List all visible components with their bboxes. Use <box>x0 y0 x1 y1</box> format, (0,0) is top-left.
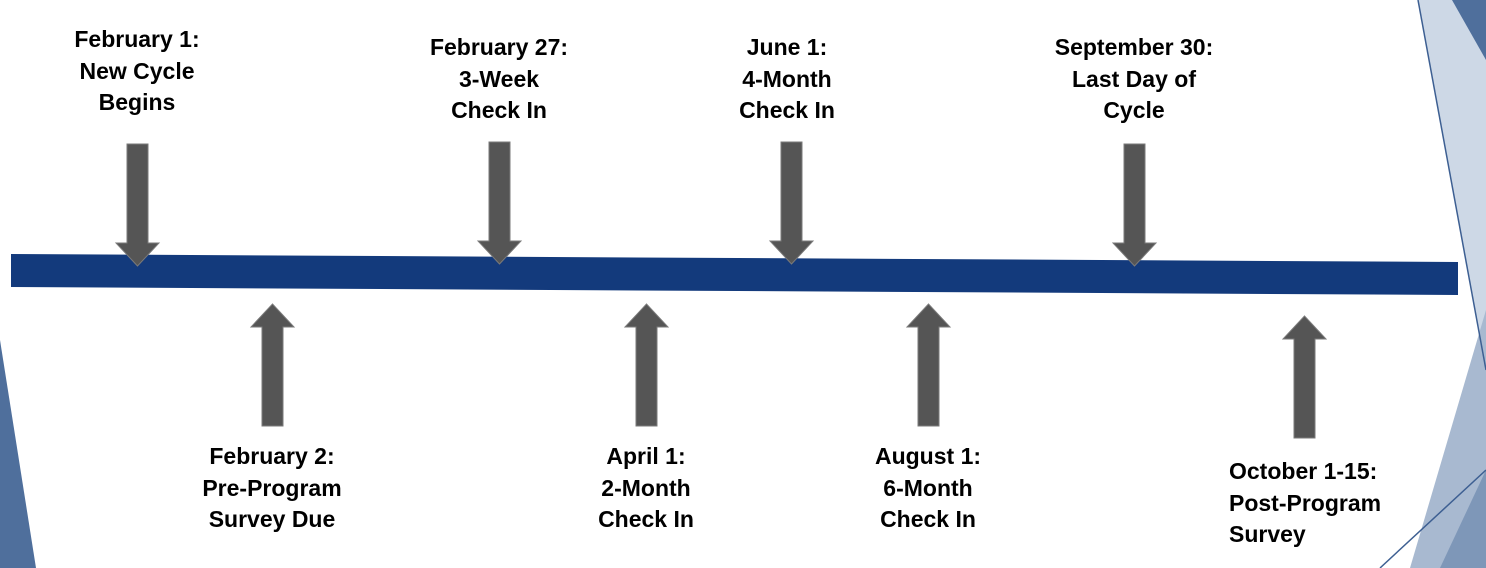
milestone-date: February 1: <box>74 26 200 52</box>
up-arrow-icon <box>623 303 670 427</box>
milestone-date: February 27: <box>429 34 569 60</box>
milestone-text: 2-Month <box>601 474 691 501</box>
milestone-text: Check In <box>598 506 694 532</box>
milestone-label-above: February 27: 3-Week Check In <box>399 32 599 127</box>
milestone-date: June 1: <box>746 34 828 60</box>
milestone-label-above: September 30: Last Day of Cycle <box>1024 32 1244 127</box>
up-arrow-icon <box>249 303 296 427</box>
milestone-text: Check In <box>739 97 835 123</box>
right-corner-line-1 <box>1417 0 1486 371</box>
milestone-text: 3-Week <box>458 65 540 92</box>
right-top-dark-shape <box>1452 0 1486 60</box>
milestone-text: Check In <box>880 506 976 532</box>
down-arrow-icon <box>768 141 815 265</box>
milestone-label-below: October 1-15: Post-Program Survey <box>1229 456 1429 551</box>
right-bottom-dark-shape <box>1440 470 1486 568</box>
milestone-label-below: February 2: Pre-Program Survey Due <box>172 441 372 536</box>
milestone-label-below: April 1: 2-Month Check In <box>556 441 736 536</box>
milestone-text: New Cycle <box>79 57 195 84</box>
milestone-date: September 30: <box>1054 34 1214 60</box>
milestone-label-above: June 1: 4-Month Check In <box>697 32 877 127</box>
milestone-text: Pre-Program <box>202 474 342 501</box>
up-arrow-icon <box>1281 315 1328 439</box>
right-corner-line-2 <box>1379 469 1486 568</box>
down-arrow-icon <box>114 143 161 267</box>
milestone-text: Survey Due <box>208 506 336 532</box>
down-arrow-icon <box>476 141 523 265</box>
milestone-date: April 1: <box>606 443 686 469</box>
milestone-label-below: August 1: 6-Month Check In <box>838 441 1018 536</box>
milestone-text: 4-Month <box>742 65 832 92</box>
up-arrow-icon <box>905 303 952 427</box>
milestone-date: October 1-15: <box>1229 458 1378 484</box>
milestone-text: Post-Program <box>1229 489 1382 516</box>
down-arrow-icon <box>1111 143 1158 267</box>
milestone-text: Check In <box>451 97 547 123</box>
left-corner-shape <box>0 340 36 568</box>
milestone-text: Cycle <box>1103 97 1165 123</box>
right-bottom-light-shape <box>1410 310 1486 568</box>
timeline-bar <box>11 254 1458 295</box>
milestone-text: Last Day of <box>1072 65 1196 92</box>
milestone-text: Begins <box>98 89 176 115</box>
milestone-date: August 1: <box>874 443 982 469</box>
milestone-text: 6-Month <box>883 474 973 501</box>
milestone-label-above: February 1: New Cycle Begins <box>47 24 227 119</box>
milestone-date: February 2: <box>209 443 335 469</box>
milestone-text: Survey <box>1229 521 1306 547</box>
